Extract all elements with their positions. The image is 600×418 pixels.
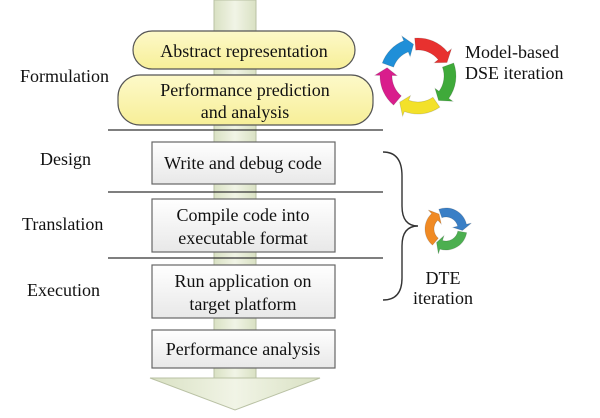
abstract-representation-label: Abstract representation xyxy=(160,41,327,61)
performance-analysis-label: Performance analysis xyxy=(166,339,320,359)
run-application-box: Run application on target platform xyxy=(151,264,336,319)
dte-label-line2: iteration xyxy=(413,288,473,308)
abstract-representation-box: Abstract representation xyxy=(132,30,356,70)
dte-label-line1: DTE xyxy=(426,268,461,288)
dte-cycle-arrow-segment xyxy=(424,209,442,246)
dte-cycle-arrow-segment xyxy=(436,230,468,254)
performance-prediction-label-line2: and analysis xyxy=(201,102,289,122)
run-application-label-line2: target platform xyxy=(189,294,296,314)
compile-code-box: Compile code into executable format xyxy=(151,198,336,253)
dte-cycle-arrow-segment xyxy=(438,207,472,231)
model-based-dse-cycle-icon xyxy=(373,35,457,118)
compile-code-label-line2: executable format xyxy=(178,228,307,248)
phase-label-execution: Execution xyxy=(27,280,100,300)
performance-analysis-box: Performance analysis xyxy=(151,329,336,369)
dse-cycle-arrow-segment xyxy=(381,35,415,68)
model-based-label-line1: Model-based xyxy=(465,42,559,62)
model-based-label-line2: DSE iteration xyxy=(465,63,563,83)
dse-cycle-arrow-segment xyxy=(399,94,441,118)
dse-cycle-arrow-segment xyxy=(434,62,457,102)
write-debug-code-label: Write and debug code xyxy=(164,153,322,173)
dse-cycle-arrow-segment xyxy=(373,67,402,106)
write-debug-code-box: Write and debug code xyxy=(151,141,336,185)
phase-label-design: Design xyxy=(40,149,91,169)
dte-curly-brace xyxy=(382,151,419,301)
run-application-label-line1: Run application on xyxy=(175,271,312,291)
phase-label-translation: Translation xyxy=(22,214,103,234)
phase-label-formulation: Formulation xyxy=(20,66,109,86)
performance-prediction-label-line1: Performance prediction xyxy=(160,80,329,100)
compile-code-label-line1: Compile code into xyxy=(177,205,310,225)
dte-cycle-icon xyxy=(424,207,472,254)
dse-cycle-arrow-segment xyxy=(414,37,453,64)
performance-prediction-box: Performance prediction and analysis xyxy=(117,74,374,126)
